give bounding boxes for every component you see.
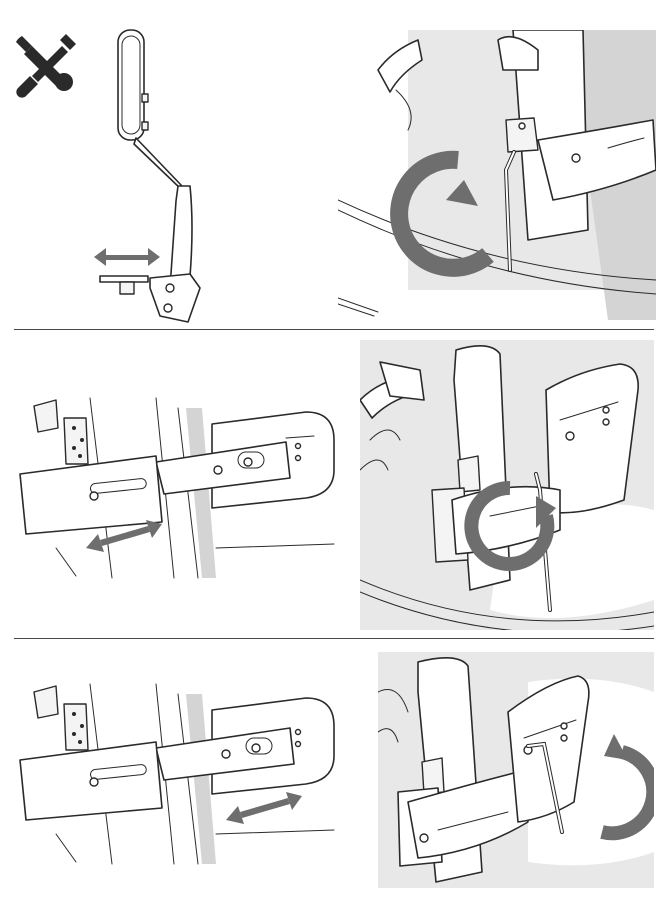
double-arrow-icon [94,248,160,266]
wrench-screwdriver-icon [16,34,76,98]
divider-2 [14,638,654,639]
tighten-bolt-on-pad [360,340,654,630]
double-arrow-icon [226,792,302,824]
divider-1 [14,329,654,330]
headrest-side-view [94,29,201,323]
final-tighten-bolt [378,652,654,888]
rotate-clockwise-arrow-icon [390,150,494,277]
double-arrow-icon [86,520,162,552]
loosen-bolt-with-hex-key [338,30,656,320]
slide-pad-on-bracket [19,397,335,579]
rotate-counterclockwise-arrow-icon [600,734,654,841]
slide-bracket-outward [19,683,335,865]
rotate-clockwise-arrow-icon [464,480,556,571]
